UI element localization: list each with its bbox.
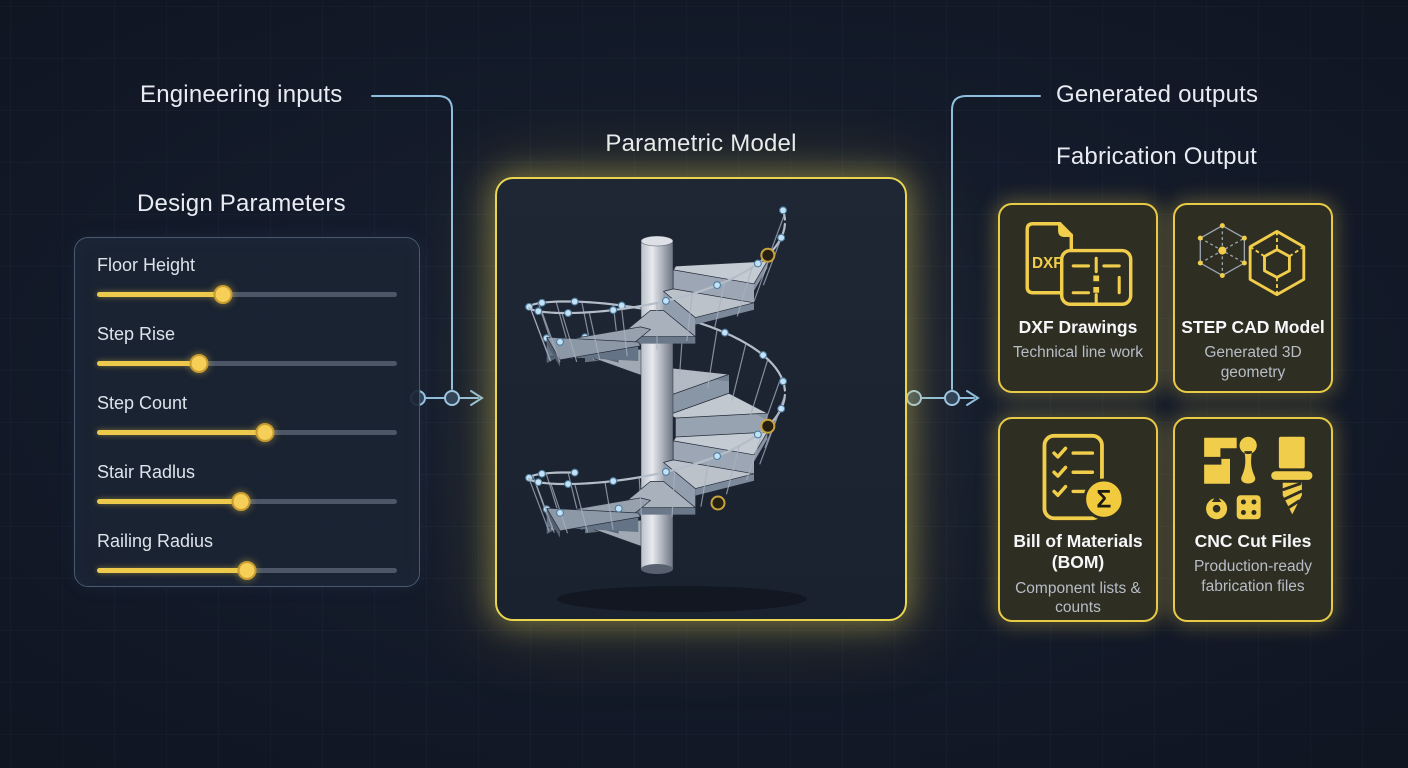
slider-fill	[97, 361, 199, 366]
svg-text:DXF: DXF	[1032, 255, 1063, 272]
slider-step-count: Step Count	[97, 393, 397, 442]
card-title: Bill of Materials (BOM)	[1013, 531, 1143, 573]
engineering-inputs-label: Engineering inputs	[140, 81, 343, 108]
slider-railing-radius: Railing Radius	[97, 531, 397, 580]
spiral-staircase-illustration	[525, 206, 807, 612]
slider-thumb[interactable]	[237, 561, 257, 580]
card-subtitle: Generated 3D geometry	[1204, 344, 1302, 381]
card-title: DXF Drawings	[1018, 317, 1138, 337]
slider-label: Floor Height	[97, 255, 196, 275]
card-title: STEP CAD Model	[1181, 317, 1325, 337]
slider-floor-height: Floor Height	[97, 255, 397, 304]
slider-thumb[interactable]	[213, 285, 233, 304]
generated-outputs-label: Generated outputs	[1056, 81, 1259, 108]
design-parameters-panel: Floor Height Step Rise Step Count Stair …	[74, 237, 420, 587]
slider-step-rise: Step Rise	[97, 324, 397, 373]
card-bill-of-materials[interactable]: Σ Bill of Materials (BOM) Component list…	[998, 417, 1158, 622]
card-subtitle: Production-ready fabrication files	[1193, 558, 1313, 595]
slider-thumb[interactable]	[189, 354, 209, 373]
slider-fill	[97, 430, 265, 435]
slider-thumb[interactable]	[231, 492, 251, 511]
card-step-cad-model[interactable]: STEP CAD Model Generated 3D geometry	[1173, 203, 1333, 393]
slider-stair-radius: Stair Radlus	[97, 462, 397, 511]
fabrication-output-label: Fabrication Output	[1056, 143, 1258, 170]
card-dxf-drawings[interactable]: DXF DXF Drawings Technical line work	[998, 203, 1158, 393]
cnc-toolpath-icon	[1204, 436, 1313, 520]
slider-track[interactable]	[97, 292, 397, 297]
slider-label: Railing Radius	[97, 531, 214, 551]
parametric-model-box	[495, 177, 907, 621]
svg-text:Σ: Σ	[1096, 486, 1111, 514]
slider-thumb[interactable]	[255, 423, 275, 442]
cad-cube-icon	[1197, 223, 1306, 297]
card-subtitle: Component lists & counts	[1015, 579, 1141, 617]
slider-fill	[97, 292, 223, 297]
dxf-document-icon: DXF	[1025, 222, 1133, 306]
card-subtitle: Technical line work	[1012, 344, 1144, 362]
card-cnc-cut-files[interactable]: CNC Cut Files Production-ready fabricati…	[1173, 417, 1333, 622]
bom-checklist-sigma-icon: Σ	[1042, 433, 1125, 521]
slider-fill	[97, 568, 247, 573]
parametric-model-label: Parametric Model	[605, 130, 797, 157]
slider-label: Step Rise	[97, 324, 176, 344]
design-parameters-label: Design Parameters	[137, 190, 346, 217]
slider-fill	[97, 499, 241, 504]
slider-label: Step Count	[97, 393, 188, 413]
slider-track[interactable]	[97, 361, 397, 366]
card-title: CNC Cut Files	[1194, 531, 1312, 551]
slider-label: Stair Radlus	[97, 462, 196, 482]
